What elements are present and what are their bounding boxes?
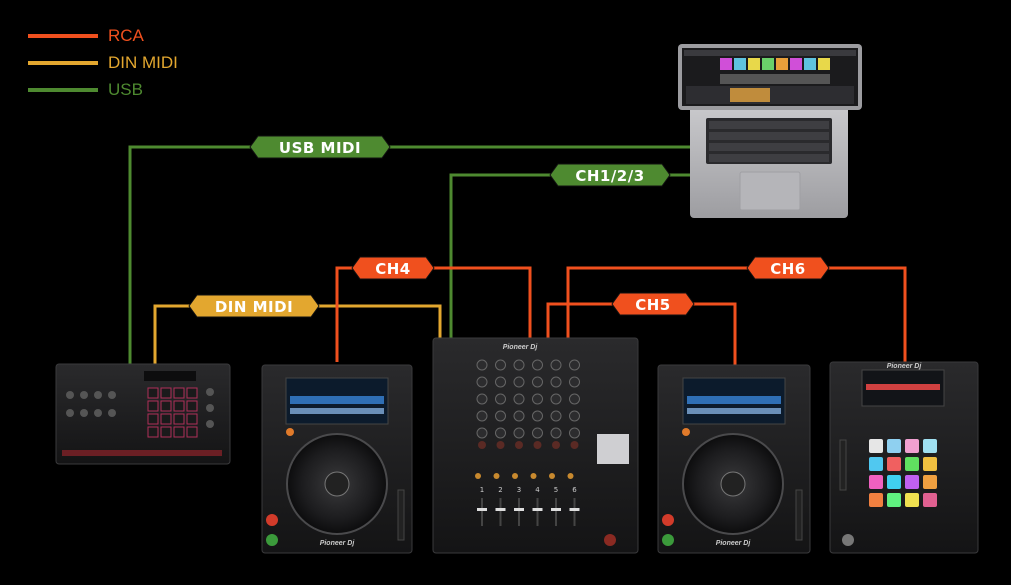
connection-label-ch6: CH6 [746,256,830,280]
legend-item-usb: USB [28,76,178,103]
legend-label: DIN MIDI [108,52,178,72]
cdj-player-left: Pioneer Dj [261,364,413,554]
sampler-pad [923,493,937,507]
ch6-rca-cable [566,266,907,362]
connection-label-text: CH4 [375,260,411,278]
brand-logo: Pioneer Dj [887,363,923,370]
connection-label-ch123: CH1/2/3 [549,163,671,187]
din-midi-swatch [28,60,98,65]
connection-label-text: CH6 [770,260,806,278]
usb-swatch [28,87,98,92]
sampler-pad [905,439,919,453]
legend-item-din-midi: DIN MIDI [28,49,178,76]
brand-logo: Pioneer Dj [503,344,539,351]
connection-label-text: CH5 [635,296,671,314]
brand-logo: Pioneer Dj [716,540,752,547]
sampler-pad [905,475,919,489]
ch123-usb-cable [449,173,692,350]
mixer-channel-strip: 5 [549,359,562,526]
sampler-pad [887,475,901,489]
channel-number: 1 [480,486,484,494]
channel-number: 2 [498,486,502,494]
usb-midi-cable [128,145,692,366]
legend: RCA DIN MIDI USB [28,22,178,103]
connection-label-din-midi: DIN MIDI [188,294,320,318]
channel-number: 3 [517,486,521,494]
dj-mixer: Pioneer Dj 1 2 3 4 5 6 [432,337,639,554]
sampler-pad [905,457,919,471]
sampler-pad [923,475,937,489]
sampler-pads [869,439,937,507]
sampler-pad [905,493,919,507]
mixer-channel-strip: 6 [567,359,580,526]
legend-item-rca: RCA [28,22,178,49]
mixer-channel-strip: 2 [493,359,506,526]
channel-number: 6 [572,486,577,494]
connection-label-ch5: CH5 [611,292,695,316]
sampler-pad [869,439,883,453]
channel-number: 4 [535,486,540,494]
connection-label-usb-midi: USB MIDI [249,135,391,159]
sampler-pad [887,439,901,453]
sampler-pad [869,457,883,471]
sampler-pad [887,493,901,507]
laptop [678,44,862,218]
sampler-pad [923,457,937,471]
mixer-channel-strip: 1 [475,359,488,526]
mixer-channel-strip: 4 [530,359,543,526]
channel-number: 5 [554,486,558,494]
cdj-player-right: Pioneer Dj [657,364,811,554]
mixer-channel-strip: 3 [512,359,525,526]
legend-label: RCA [108,25,144,45]
mixer-channels: 1 2 3 4 5 6 [475,359,580,526]
connection-label-text: USB MIDI [279,139,361,157]
sampler-pad [923,439,937,453]
connection-label-text: DIN MIDI [215,298,293,316]
rca-swatch [28,33,98,38]
sampler-controller-left [55,363,231,465]
sampler-pad [869,475,883,489]
legend-label: USB [108,79,143,99]
brand-logo: Pioneer Dj [320,540,356,547]
sampler-pad [887,457,901,471]
connection-label-text: CH1/2/3 [575,167,644,185]
sampler-right: Pioneer Dj [829,361,979,554]
sampler-pad [869,493,883,507]
connection-label-ch4: CH4 [351,256,435,280]
